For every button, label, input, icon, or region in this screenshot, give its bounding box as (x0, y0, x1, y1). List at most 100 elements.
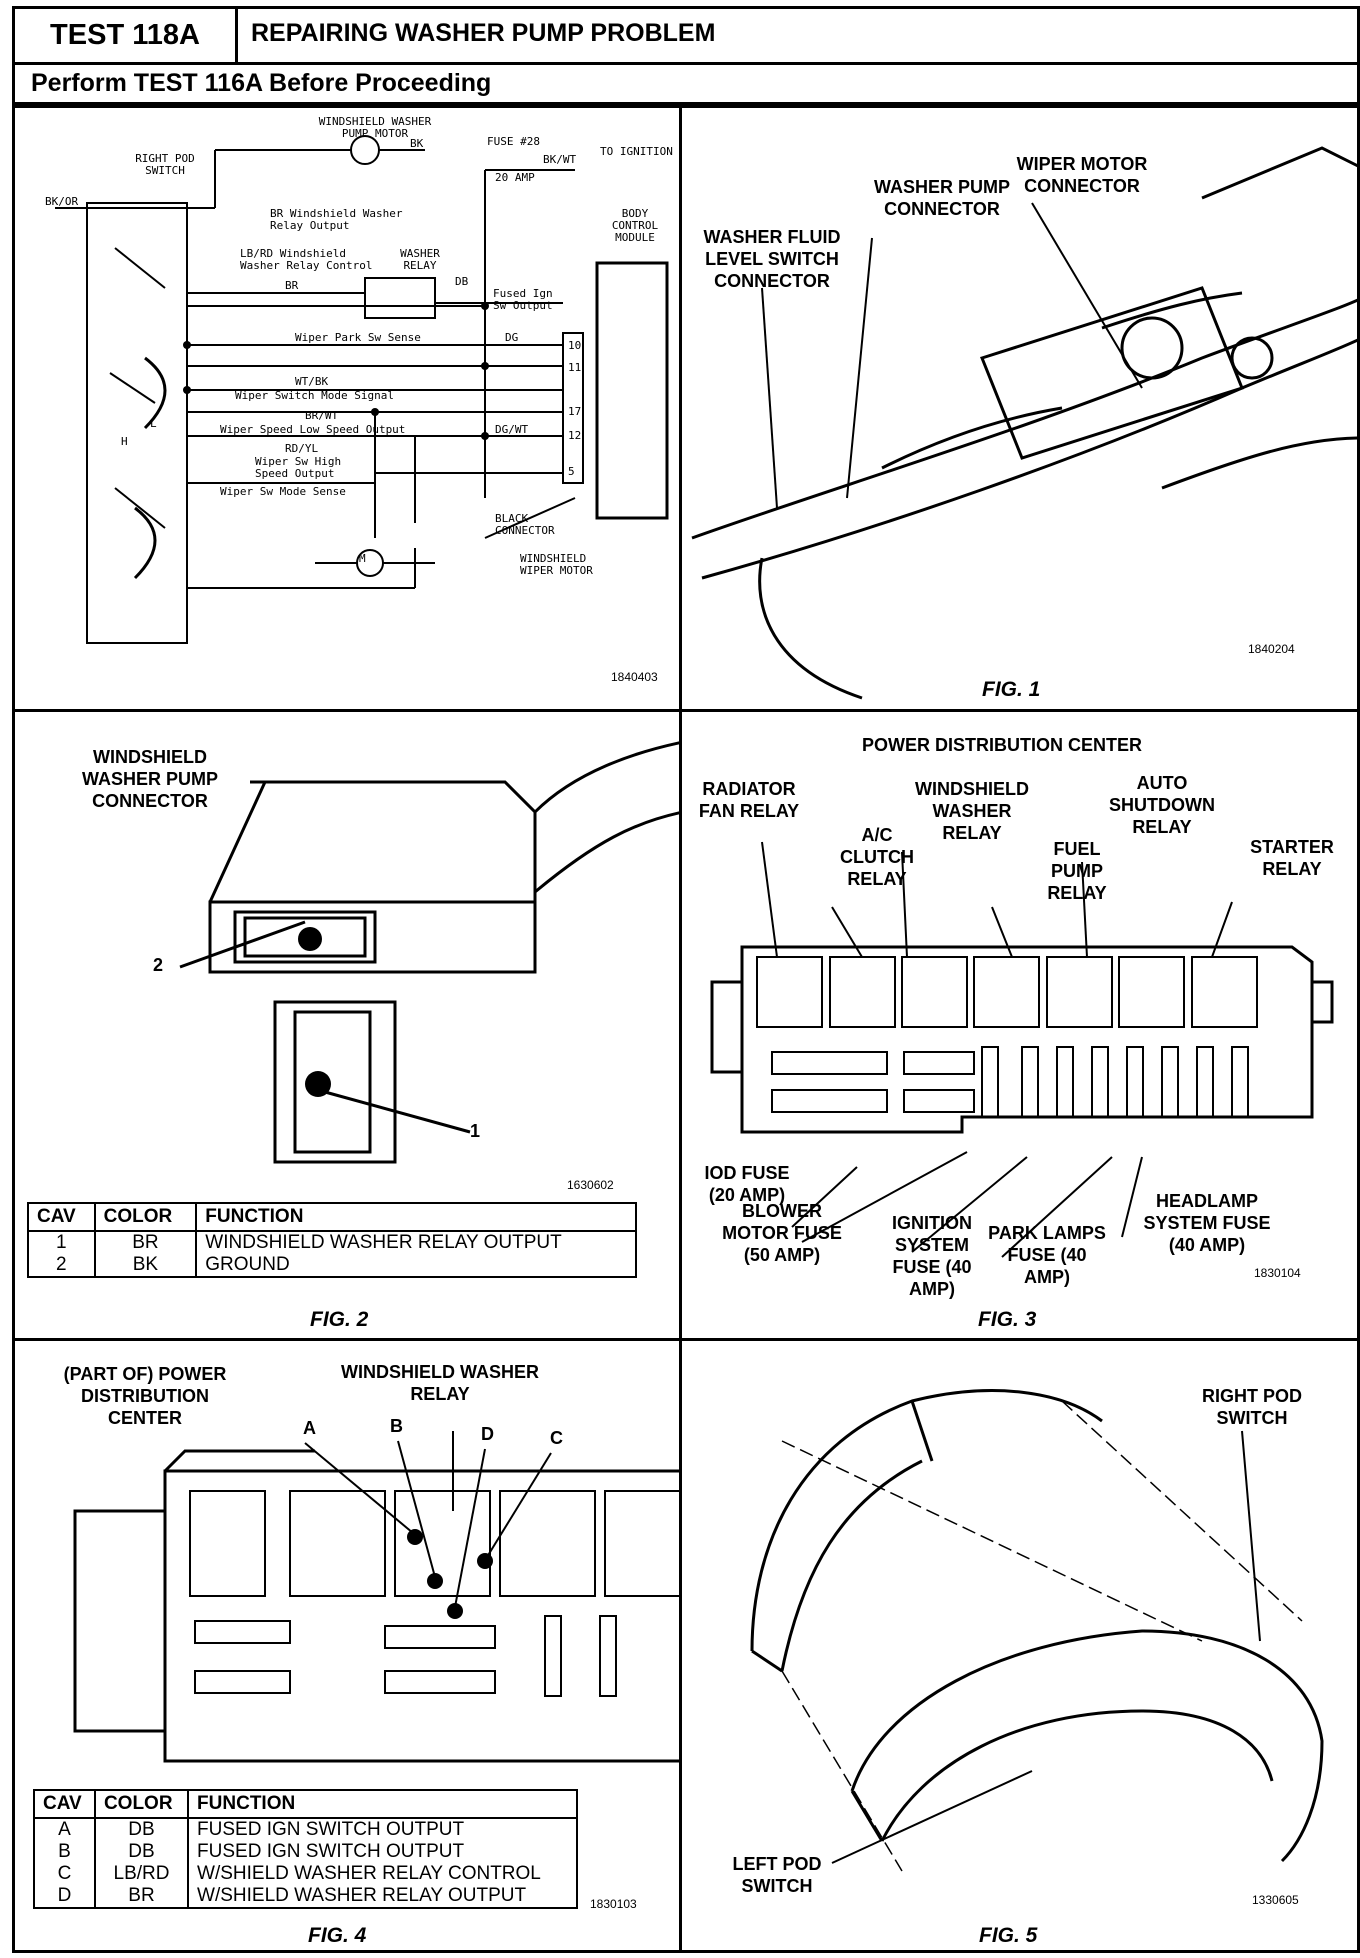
fig5-right-pod-label: RIGHT POD SWITCH (1201, 1386, 1302, 1428)
fig4-panel: (PART OF) POWER DISTRIBUTION CENTER WIND… (12, 1338, 682, 1953)
motor-m-label: M (359, 552, 366, 565)
fig4-th-function: FUNCTION (187, 1789, 578, 1819)
page-header: TEST 118A REPAIRING WASHER PUMP PROBLEM (12, 6, 1360, 65)
fig2-th-color: COLOR (93, 1202, 198, 1232)
schematic-panel: WINDSHIELD WASHER PUMP MOTOR RIGHT POD S… (12, 105, 682, 712)
test-id: TEST 118A (15, 9, 238, 62)
fig2-table: CAV COLOR FUNCTION 1 BR WINDSHIELD WASHE… (27, 1202, 637, 1278)
bcm-label: BODY CONTROL MODULE (611, 207, 659, 244)
fig4-color-d: BR (93, 1885, 190, 1909)
fig2-code: 1630602 (567, 1178, 614, 1192)
fig4-function-a: FUSED IGN SWITCH OUTPUT (187, 1818, 578, 1841)
wiper-park-label: Wiper Park Sw Sense (295, 331, 421, 344)
fig4-th-cav: CAV (33, 1789, 96, 1819)
fig4-caption: FIG. 4 (308, 1924, 367, 1947)
page-title: REPAIRING WASHER PUMP PROBLEM (251, 19, 716, 47)
lbrd-label: LB/RD Windshield Washer Relay Control (240, 247, 373, 272)
fig2-caption: FIG. 2 (310, 1308, 369, 1331)
fig4-cav-b: B (33, 1841, 96, 1863)
fig2-th-cav: CAV (27, 1202, 96, 1232)
fig4-pin-d: D (481, 1424, 494, 1444)
br-label: BR (285, 279, 299, 292)
fig4-function-c: W/SHIELD WASHER RELAY CONTROL (187, 1863, 578, 1885)
fig3-headlamp-label: HEADLAMP SYSTEM FUSE (40 AMP) (1143, 1191, 1271, 1255)
fig1-wiper-motor-label: WIPER MOTOR CONNECTOR (1016, 154, 1148, 196)
fig2-function-2: GROUND (195, 1254, 637, 1278)
fig3-title: POWER DISTRIBUTION CENTER (861, 735, 1142, 755)
wiper-motor-label: WINDSHIELD WIPER MOTOR (520, 552, 593, 577)
fig4-part-of-label: (PART OF) POWER DISTRIBUTION CENTER (63, 1364, 227, 1428)
fig4-color-a: DB (93, 1818, 190, 1841)
bkor-label: BK/OR (45, 195, 79, 208)
fig3-iod-label: IOD FUSE (20 AMP) (704, 1163, 790, 1205)
fig3-code: 1830104 (1254, 1266, 1301, 1280)
fig4-relay-label: WINDSHIELD WASHER RELAY (341, 1362, 539, 1404)
dg-label: DG (505, 331, 519, 344)
fig5-drawing (750, 1389, 1324, 1872)
fig3-radiator-label: RADIATOR FAN RELAY (698, 779, 800, 821)
fig3-starter-label: STARTER RELAY (1250, 837, 1334, 879)
db-label: DB (455, 275, 469, 288)
wtbk-label: WT/BK (295, 375, 329, 388)
pin-11: 11 (568, 361, 582, 374)
fig2-th-function: FUNCTION (195, 1202, 637, 1232)
fig2-callout-1: 1 (470, 1121, 481, 1141)
low-speed-label: Wiper Speed Low Speed Output (220, 423, 406, 436)
fig5-left-pod-label: LEFT POD SWITCH (732, 1854, 822, 1896)
schematic-drawing (55, 135, 669, 644)
fig3-drawing (710, 841, 1334, 1258)
fuse-amp-label: 20 AMP (495, 171, 535, 184)
schematic-code: 1840403 (611, 670, 658, 684)
mode-sense-label: Wiper Sw Mode Sense (220, 485, 346, 498)
fuse-label: FUSE #28 (487, 135, 540, 148)
fig1-drawing (691, 146, 1357, 700)
black-connector-label: BLACK CONNECTOR (495, 512, 555, 537)
fig1-panel: WASHER FLUID LEVEL SWITCH CONNECTOR WASH… (679, 105, 1360, 712)
fig4-function-b: FUSED IGN SWITCH OUTPUT (187, 1841, 578, 1863)
fig4-cav-c: C (33, 1863, 96, 1885)
fig2-callout-2: 2 (153, 955, 164, 975)
fig4-pin-c: C (550, 1428, 563, 1448)
bk-label: BK (410, 137, 424, 150)
fig3-park-label: PARK LAMPS FUSE (40 AMP) (988, 1223, 1106, 1287)
fig3-ignition-label: IGNITION SYSTEM FUSE (40 AMP) (892, 1213, 972, 1299)
fig2-drawing (179, 741, 679, 1164)
fig2-cav-2: 2 (27, 1254, 96, 1278)
fig4-drawing (73, 1431, 679, 1763)
pin-5: 5 (568, 465, 575, 478)
fig4-th-color: COLOR (93, 1789, 190, 1819)
wiper-mode-signal-label: Wiper Switch Mode Signal (235, 389, 394, 402)
dgwt-label: DG/WT (495, 423, 529, 436)
fig2-color-2: BK (93, 1254, 198, 1278)
fig3-asd-label: AUTO SHUTDOWN RELAY (1109, 773, 1215, 837)
fig3-panel: POWER DISTRIBUTION CENTER RADIATOR FAN R… (679, 709, 1360, 1341)
fig3-washer-label: WINDSHIELD WASHER RELAY (915, 779, 1029, 843)
fig3-blower-label: BLOWER MOTOR FUSE (50 AMP) (722, 1201, 842, 1265)
pin-17: 17 (568, 405, 582, 418)
fig4-cav-d: D (33, 1885, 96, 1909)
fig5-code: 1330605 (1252, 1893, 1299, 1907)
fused-ign-label: Fused Ign Sw Output (493, 287, 553, 312)
to-ignition-label: TO IGNITION (600, 145, 673, 158)
fig3-ac-label: A/C CLUTCH RELAY (840, 825, 914, 889)
fig5-panel: RIGHT POD SWITCH LEFT POD SWITCH 1330605… (679, 1338, 1360, 1953)
switch-l-label: L (150, 417, 157, 430)
fig4-code: 1830103 (590, 1897, 637, 1911)
fig1-washer-fluid-label: WASHER FLUID LEVEL SWITCH CONNECTOR (703, 227, 841, 291)
page-subtitle: Perform TEST 116A Before Proceeding (12, 65, 1360, 105)
pin-10: 10 (568, 339, 582, 352)
fig2-title: WINDSHIELD WASHER PUMP CONNECTOR (81, 747, 218, 811)
fig3-fuel-label: FUEL PUMP RELAY (1047, 839, 1107, 903)
fig5-caption: FIG. 5 (979, 1924, 1038, 1947)
fig4-pin-b: B (390, 1416, 403, 1436)
fig2-panel: WINDSHIELD WASHER PUMP CONNECTOR 2 1 163… (12, 709, 682, 1341)
fig2-function-1: WINDSHIELD WASHER RELAY OUTPUT (195, 1231, 637, 1254)
fig4-color-b: DB (93, 1841, 190, 1863)
br-relay-output-label: BR Windshield Washer Relay Output (270, 207, 403, 232)
fig4-cav-a: A (33, 1818, 96, 1841)
bkwt-label: BK/WT (543, 153, 577, 166)
high-speed-label: Wiper Sw High Speed Output (255, 455, 342, 480)
brwt-label: BR/WT (305, 409, 339, 422)
fig3-caption: FIG. 3 (978, 1308, 1037, 1331)
fig1-code: 1840204 (1248, 642, 1295, 656)
